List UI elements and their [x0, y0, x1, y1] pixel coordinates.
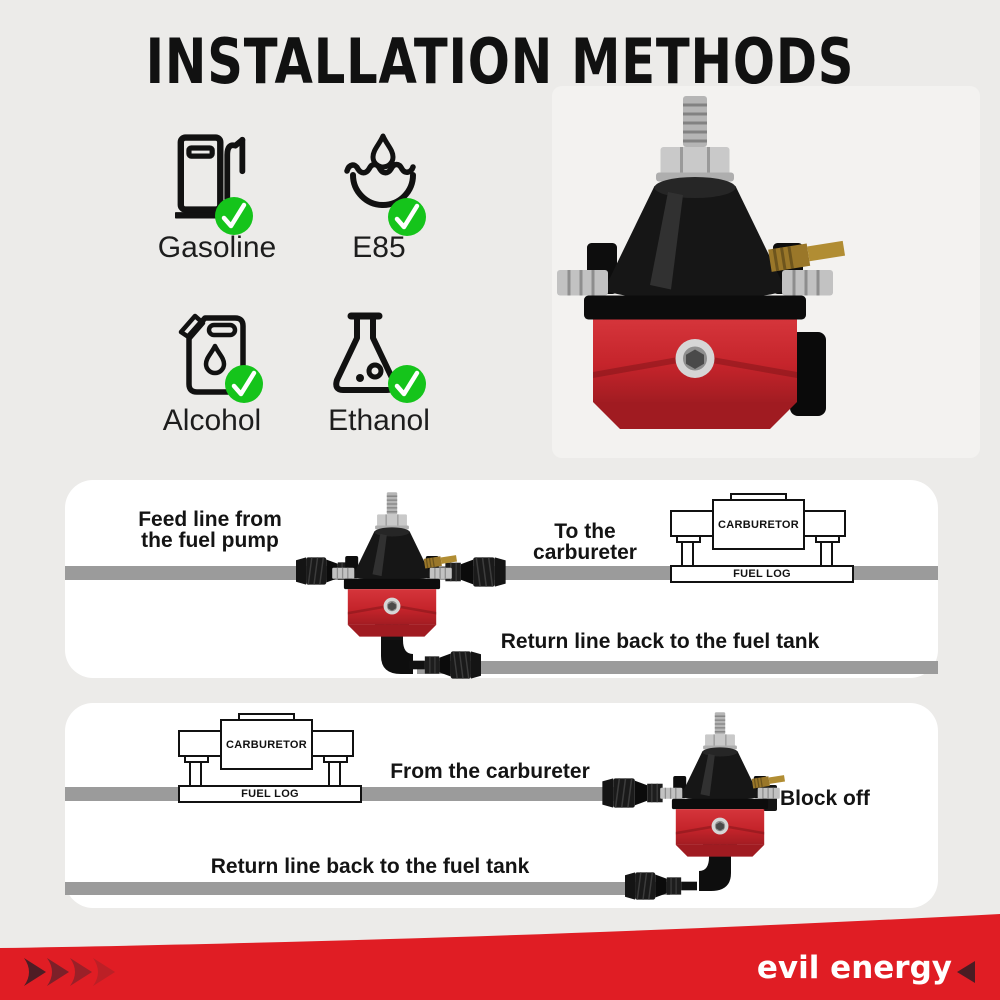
footer-bar: evil energy — [0, 910, 1000, 1000]
fuel-type-label: Ethanol — [328, 404, 430, 437]
fuel-pressure-regulator-image — [331, 491, 457, 638]
installation-diagram-inline: Feed line from the fuel pump To the carb… — [65, 480, 938, 680]
carburetor-leg — [681, 541, 694, 567]
fuel-pressure-regulator-image — [555, 94, 845, 431]
carburetor-leg — [328, 761, 341, 787]
carburetor-label: CARBURETOR — [220, 719, 313, 770]
fuel-log-label: FUEL LOG — [178, 785, 362, 803]
chevron-arrows-icon — [24, 958, 115, 986]
to-carburetor-label: To the carbureter — [533, 520, 637, 564]
fuel-type-label: Gasoline — [157, 231, 277, 264]
check-icon — [388, 198, 426, 236]
footer-swoosh — [0, 914, 1000, 1000]
carburetor-diagram: CARBURETOR FUEL LOG — [178, 713, 362, 803]
check-icon — [388, 365, 426, 403]
installation-diagram-blockoff: CARBURETOR FUEL LOG From the carbureter … — [65, 703, 938, 908]
return-line-label: Return line back to the fuel tank — [500, 630, 820, 653]
check-icon — [225, 365, 263, 403]
fuel-pressure-regulator-image — [659, 711, 785, 858]
fuel-type-label: E85 — [352, 231, 406, 264]
water-drop-icon — [340, 130, 426, 226]
return-line-label: Return line back to the fuel tank — [210, 855, 530, 878]
brand-logo: evil energy — [756, 950, 952, 986]
hose-fitting — [625, 871, 697, 901]
return-fuel-hose — [65, 882, 670, 895]
feed-line-label: Feed line from the fuel pump — [138, 508, 282, 552]
from-carburetor-label: From the carbureter — [390, 760, 590, 783]
brand-arrow-icon — [957, 961, 975, 983]
carburetor-leg — [820, 541, 833, 567]
fuel-type-label: Alcohol — [162, 404, 262, 437]
hose-fitting — [409, 650, 481, 680]
fuel-pump-icon — [175, 131, 247, 223]
fuel-log-label: FUEL LOG — [670, 565, 854, 583]
block-off-label: Block off — [780, 787, 870, 810]
carburetor-leg — [189, 761, 202, 787]
page-title: INSTALLATION METHODS — [145, 25, 855, 98]
carburetor-label: CARBURETOR — [712, 499, 805, 550]
carburetor-diagram: CARBURETOR FUEL LOG — [670, 493, 854, 583]
check-icon — [215, 197, 253, 235]
return-fuel-hose — [417, 661, 938, 674]
